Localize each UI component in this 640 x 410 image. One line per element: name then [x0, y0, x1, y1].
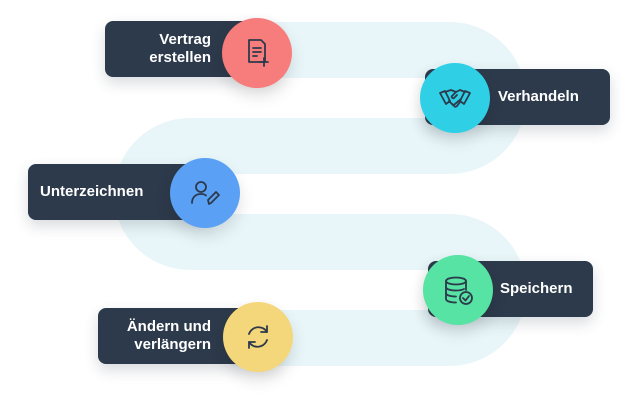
step-4-icon-circle	[423, 255, 493, 325]
step-5-label-line2: verlängern	[134, 336, 211, 353]
step-3-label: Unterzeichnen	[40, 183, 143, 201]
step-4-label: Speichern	[500, 280, 573, 298]
step-2-label: Verhandeln	[498, 88, 579, 106]
step-1-icon-circle	[222, 18, 292, 88]
handshake-icon	[439, 89, 471, 108]
step-3-icon-circle	[170, 158, 240, 228]
step-3-label-line1: Unterzeichnen	[40, 183, 144, 200]
step-1-label-line2: erstellen	[149, 49, 211, 66]
step-5-label-line1: Ändern und	[126, 318, 211, 335]
refresh-icon	[248, 325, 268, 349]
step-2-icon-circle	[420, 63, 490, 133]
step-2-label-line1: Verhandeln	[498, 88, 579, 105]
step-5-icon-circle	[223, 302, 293, 372]
database-check-icon	[445, 276, 473, 305]
document-plus-icon	[248, 39, 269, 67]
user-sign-icon	[191, 181, 220, 205]
step-4-label-line1: Speichern	[500, 280, 573, 297]
step-1-label-line1: Vertrag	[159, 31, 211, 48]
step-5-label: Ändern und verlängern	[98, 318, 211, 354]
step-1-label: Vertrag erstellen	[105, 31, 211, 67]
